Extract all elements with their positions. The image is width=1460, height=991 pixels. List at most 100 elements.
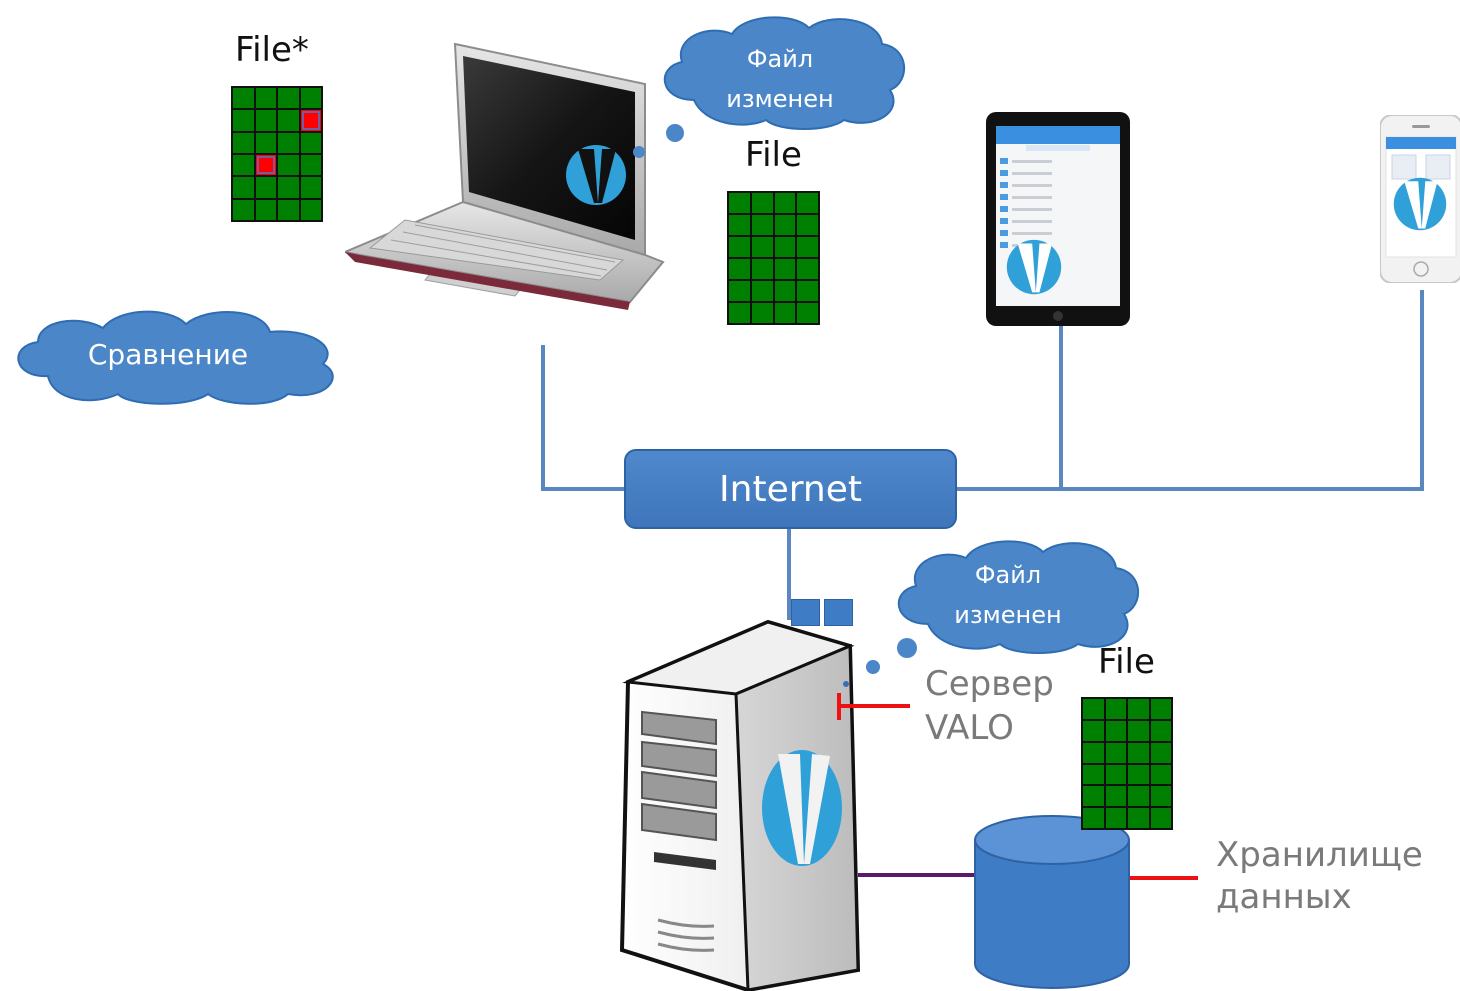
- file-block: [774, 215, 796, 235]
- file-block: [255, 132, 276, 153]
- storage-label-line1: Хранилище: [1216, 835, 1423, 875]
- valo-logo-icon: [762, 750, 842, 866]
- valo-logo-icon: [1393, 177, 1447, 231]
- file-block: [1105, 720, 1126, 741]
- cloud-icon: [897, 540, 1139, 654]
- database-icon: [974, 815, 1130, 989]
- file-block: [255, 110, 276, 131]
- file-block: [233, 132, 254, 153]
- file-block: [751, 281, 773, 301]
- file-block: [300, 199, 321, 220]
- file-block: [300, 132, 321, 153]
- file-block: [1150, 808, 1171, 828]
- file-block: [1083, 720, 1104, 741]
- server-file-grid: [1081, 697, 1173, 830]
- compare-cloud-text: Сравнение: [87, 338, 249, 371]
- file-block: [774, 193, 796, 213]
- file-block: [1105, 699, 1126, 719]
- file-block: [1105, 764, 1126, 785]
- file-block: [774, 237, 796, 257]
- file-block: [1083, 764, 1104, 785]
- file-block: [751, 193, 773, 213]
- file-block: [729, 193, 750, 213]
- file-block: [1105, 808, 1126, 828]
- file-block: [233, 199, 254, 220]
- file-block: [300, 177, 321, 198]
- laptop-file-grid: [727, 191, 820, 325]
- file-block: [1083, 808, 1104, 828]
- file-block: [1128, 742, 1149, 763]
- file-block: [278, 177, 299, 198]
- file-block: [729, 303, 750, 323]
- file-block: [278, 110, 299, 131]
- file-block: [1105, 786, 1126, 807]
- server-label-line2: VALO: [925, 708, 1014, 748]
- file-block: [797, 259, 818, 279]
- file-block: [1150, 699, 1171, 719]
- file-block: [1105, 742, 1126, 763]
- cloud-icon: [17, 310, 334, 405]
- file-block: [1150, 742, 1171, 763]
- file-block: [797, 303, 818, 323]
- file-block: [751, 303, 773, 323]
- file-block: [751, 237, 773, 257]
- laptop-cloud-line1: Файл: [746, 45, 814, 73]
- file-block: [1083, 742, 1104, 763]
- file-block: [1150, 786, 1171, 807]
- file-block: [255, 177, 276, 198]
- file-block: [774, 281, 796, 301]
- file-block: [797, 215, 818, 235]
- file-block: [797, 237, 818, 257]
- file-block: [774, 259, 796, 279]
- server-label-line1: Сервер: [925, 664, 1054, 704]
- storage-label-line2: данных: [1216, 877, 1352, 917]
- file-block: [300, 155, 321, 176]
- file-block: [233, 88, 254, 109]
- file-block: [774, 303, 796, 323]
- file-modified-label: File*: [235, 30, 309, 70]
- data-packet-icon: [824, 599, 853, 626]
- file-block: [729, 259, 750, 279]
- server-cloud-line1: Файл: [974, 561, 1042, 589]
- file-block: [797, 281, 818, 301]
- file-block: [1128, 720, 1149, 741]
- modified-block: [300, 110, 321, 131]
- file-block: [729, 237, 750, 257]
- file-block: [797, 193, 818, 213]
- file-block: [1150, 720, 1171, 741]
- file-block: [255, 199, 276, 220]
- internet-label: Internet: [719, 468, 862, 510]
- server-file-label: File: [1098, 642, 1155, 682]
- file-block: [729, 215, 750, 235]
- file-block: [278, 88, 299, 109]
- file-block: [278, 132, 299, 153]
- file-block: [751, 215, 773, 235]
- file-block: [1128, 786, 1149, 807]
- file-block: [278, 155, 299, 176]
- file-block: [1128, 699, 1149, 719]
- data-packet-icon: [791, 599, 820, 626]
- file-block: [1083, 699, 1104, 719]
- file-block: [751, 259, 773, 279]
- file-block: [729, 281, 750, 301]
- cloud-icon: [663, 16, 905, 130]
- modified-block: [255, 155, 276, 176]
- file-block: [233, 177, 254, 198]
- valo-logo-icon: [566, 145, 626, 205]
- valo-logo-icon: [1006, 239, 1062, 295]
- file-block: [1128, 808, 1149, 828]
- file-block: [233, 155, 254, 176]
- file-block: [300, 88, 321, 109]
- file-block: [1128, 764, 1149, 785]
- laptop-file-label: File: [745, 135, 802, 175]
- internet-node: Internet: [624, 449, 957, 529]
- server-cloud-line2: изменен: [954, 601, 1062, 629]
- file-block: [255, 88, 276, 109]
- file-block: [1150, 764, 1171, 785]
- file-block: [233, 110, 254, 131]
- laptop-cloud-line2: изменен: [726, 85, 834, 113]
- modified-file-grid: [231, 86, 323, 222]
- file-block: [278, 199, 299, 220]
